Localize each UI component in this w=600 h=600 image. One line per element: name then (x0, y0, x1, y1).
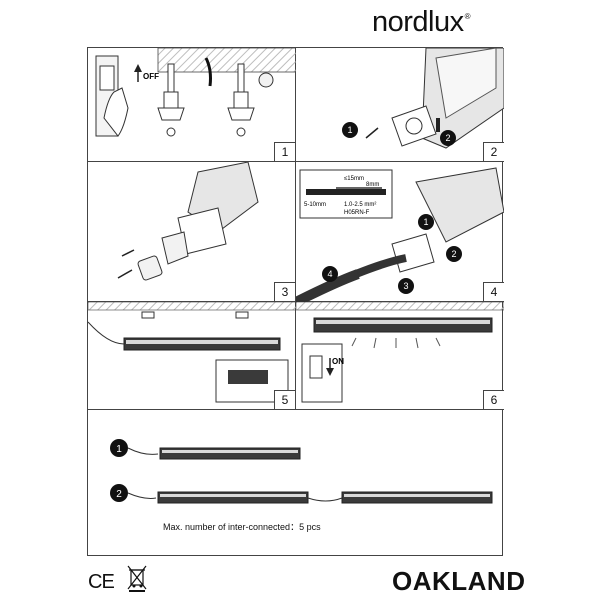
interconnect-panel: 1 2 (88, 410, 504, 557)
wiring-illustration: ≤15mm 8mm 5-10mm 1.0-2.5 mm² H05RN-F 1 2… (296, 167, 504, 302)
cable-type: H05RN-F (344, 210, 370, 216)
switch-off-label: OFF (143, 72, 159, 81)
step-number-5: 5 (274, 390, 295, 409)
outer-strip-length: 5-10mm (304, 202, 326, 208)
step-number-6: 6 (483, 390, 504, 409)
power-on-illustration: ON (296, 302, 504, 403)
wire-strip-length: 8mm (366, 182, 379, 188)
brand-name: nordlux (372, 6, 464, 38)
step-panel-6: ON 6 (296, 302, 504, 410)
fixture-mount-illustration: 1 2 (342, 48, 504, 149)
callout-4-3: 3 (403, 281, 408, 291)
connection-option-2: 2 (116, 489, 122, 500)
wall-mount-illustration: OFF (95, 48, 296, 137)
instruction-sheet: OFF 1 1 2 (87, 47, 504, 557)
callout-4-2: 2 (451, 249, 456, 259)
ce-mark: CE (88, 571, 115, 593)
callout-4-4: 4 (327, 269, 332, 279)
weee-bin-icon (127, 565, 147, 592)
step-panel-2: 1 2 2 (296, 48, 504, 162)
callout-2-2: 2 (445, 133, 450, 143)
step-panel-1: OFF 1 (88, 48, 296, 162)
brand-logo: nordlux® (372, 6, 471, 39)
interconnect-illustration: 1 2 (110, 439, 493, 504)
cable-gland-illustration (117, 162, 259, 281)
wire-cross-section: 1.0-2.5 mm² (344, 202, 376, 208)
step-number-2: 2 (483, 142, 504, 161)
registered-mark: ® (464, 12, 471, 21)
product-name: OAKLAND (392, 566, 526, 596)
step-panel-3: 3 (88, 162, 296, 302)
callout-4-1: 1 (423, 217, 428, 227)
cable-strip-length: ≤15mm (344, 176, 364, 182)
step-panel-4: ≤15mm 8mm 5-10mm 1.0-2.5 mm² H05RN-F 1 2… (296, 162, 504, 302)
switch-on-label: ON (332, 357, 344, 366)
step-number-4: 4 (483, 282, 504, 301)
step-number-3: 3 (274, 282, 295, 301)
fixture-install-illustration (88, 302, 296, 403)
callout-2-1: 1 (347, 125, 352, 135)
connection-option-1: 1 (116, 444, 122, 455)
step-panel-5: 5 (88, 302, 296, 410)
max-interconnect-note: Max. number of inter-connected：5 pcs (163, 522, 321, 532)
step-number-1: 1 (274, 142, 295, 161)
